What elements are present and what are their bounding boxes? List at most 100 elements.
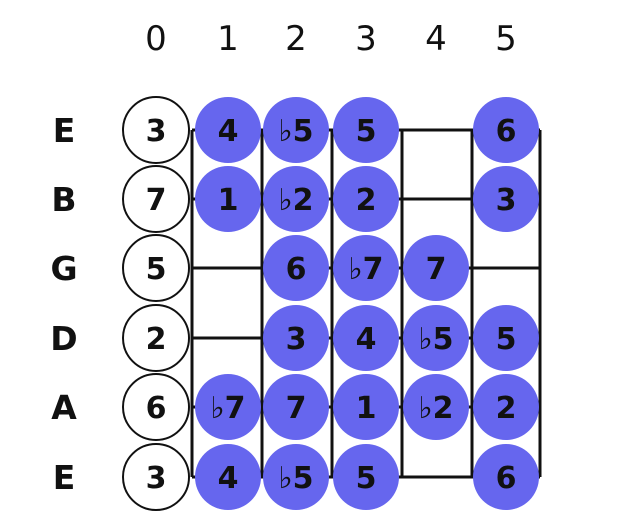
fret-note-marker: 5	[473, 305, 539, 371]
note-circle	[473, 166, 539, 232]
note-label: 2	[356, 183, 377, 218]
note-circle	[195, 374, 261, 440]
note-label: ♭5	[278, 114, 313, 149]
note-circle	[263, 166, 329, 232]
note-label: 6	[496, 461, 517, 496]
note-circle	[333, 97, 399, 163]
note-circle	[403, 374, 469, 440]
fret-note-marker: 4	[195, 97, 261, 163]
string-name-6: E	[53, 458, 76, 497]
note-circle	[122, 234, 190, 302]
note-circle	[195, 444, 261, 510]
fret-note-marker: 3	[263, 305, 329, 371]
note-label: 4	[218, 114, 239, 149]
fret-note-marker: ♭2	[263, 166, 329, 232]
note-circle	[473, 97, 539, 163]
note-label: 5	[356, 461, 377, 496]
note-label: 5	[496, 322, 517, 357]
note-label: 6	[496, 114, 517, 149]
note-label: ♭5	[278, 461, 313, 496]
fret-note-marker: 4	[195, 444, 261, 510]
note-label: 4	[356, 322, 377, 357]
string-name-4: D	[50, 319, 77, 358]
note-label: 3	[146, 114, 167, 149]
note-label: ♭2	[418, 391, 453, 426]
fret-note-marker: 2	[473, 374, 539, 440]
fret-note-marker: 6	[473, 444, 539, 510]
string-name-5: A	[51, 388, 77, 427]
note-circle	[263, 374, 329, 440]
note-circle	[333, 235, 399, 301]
note-circle	[195, 166, 261, 232]
note-circle	[473, 444, 539, 510]
note-circle	[473, 305, 539, 371]
note-label: ♭7	[348, 252, 383, 287]
fret-note-marker: 5	[333, 97, 399, 163]
note-circle	[263, 235, 329, 301]
fret-note-marker: 3	[473, 166, 539, 232]
fret-note-marker: ♭7	[195, 374, 261, 440]
note-label: 3	[146, 461, 167, 496]
note-circle	[403, 235, 469, 301]
fret-number-0: 0	[145, 19, 167, 59]
note-circle	[333, 166, 399, 232]
fret-note-marker: 4	[333, 305, 399, 371]
note-circle	[195, 97, 261, 163]
note-label: 1	[218, 183, 239, 218]
fret-note-marker: 1	[333, 374, 399, 440]
fret-note-marker: 6	[473, 97, 539, 163]
fret-note-marker: ♭7	[333, 235, 399, 301]
open-string-note: 6	[122, 373, 190, 441]
string-name-1: E	[53, 111, 76, 150]
note-circle	[122, 304, 190, 372]
note-circle	[122, 165, 190, 233]
note-circle	[122, 443, 190, 511]
note-circle	[403, 305, 469, 371]
note-label: 6	[286, 252, 307, 287]
fret-number-1: 1	[217, 19, 239, 59]
open-string-note: 5	[122, 234, 190, 302]
fret-lines	[190, 130, 542, 477]
note-label: 4	[218, 461, 239, 496]
note-label: 1	[356, 391, 377, 426]
fret-number-5: 5	[495, 19, 517, 59]
string-name-3: G	[50, 249, 77, 288]
open-string-note: 3	[122, 96, 190, 164]
note-circle	[333, 374, 399, 440]
fret-number-3: 3	[355, 19, 377, 59]
note-label: 2	[146, 322, 167, 357]
note-label: 7	[426, 252, 447, 287]
fret-number-labels: 0 1 2 3 4 5	[145, 19, 517, 59]
fret-note-marker: 1	[195, 166, 261, 232]
open-string-note: 3	[122, 443, 190, 511]
note-markers: 3 4 ♭5 5 6 7 1 ♭2 2 3 5 6 ♭7 7 2 3 4 ♭5 5 6 ♭7 7 1 ♭2 2 3 4 ♭5 5 6	[122, 96, 539, 511]
fret-number-2: 2	[285, 19, 307, 59]
fret-note-marker: 6	[263, 235, 329, 301]
fret-note-marker: ♭5	[263, 444, 329, 510]
note-circle	[122, 373, 190, 441]
fret-note-marker: 5	[333, 444, 399, 510]
note-label: ♭2	[278, 183, 313, 218]
note-circle	[122, 96, 190, 164]
fret-note-marker: ♭5	[263, 97, 329, 163]
note-circle	[333, 444, 399, 510]
note-label: 7	[146, 183, 167, 218]
note-label: ♭5	[418, 322, 453, 357]
note-circle	[263, 305, 329, 371]
fret-note-marker: 7	[403, 235, 469, 301]
note-label: 5	[356, 114, 377, 149]
note-circle	[333, 305, 399, 371]
string-name-2: B	[51, 180, 76, 219]
fret-number-4: 4	[425, 19, 447, 59]
open-string-note: 7	[122, 165, 190, 233]
note-label: 6	[146, 391, 167, 426]
note-circle	[263, 97, 329, 163]
note-circle	[263, 444, 329, 510]
note-label: 3	[496, 183, 517, 218]
note-label: 2	[496, 391, 517, 426]
fret-note-marker: 7	[263, 374, 329, 440]
note-label: 7	[286, 391, 307, 426]
note-label: 3	[286, 322, 307, 357]
